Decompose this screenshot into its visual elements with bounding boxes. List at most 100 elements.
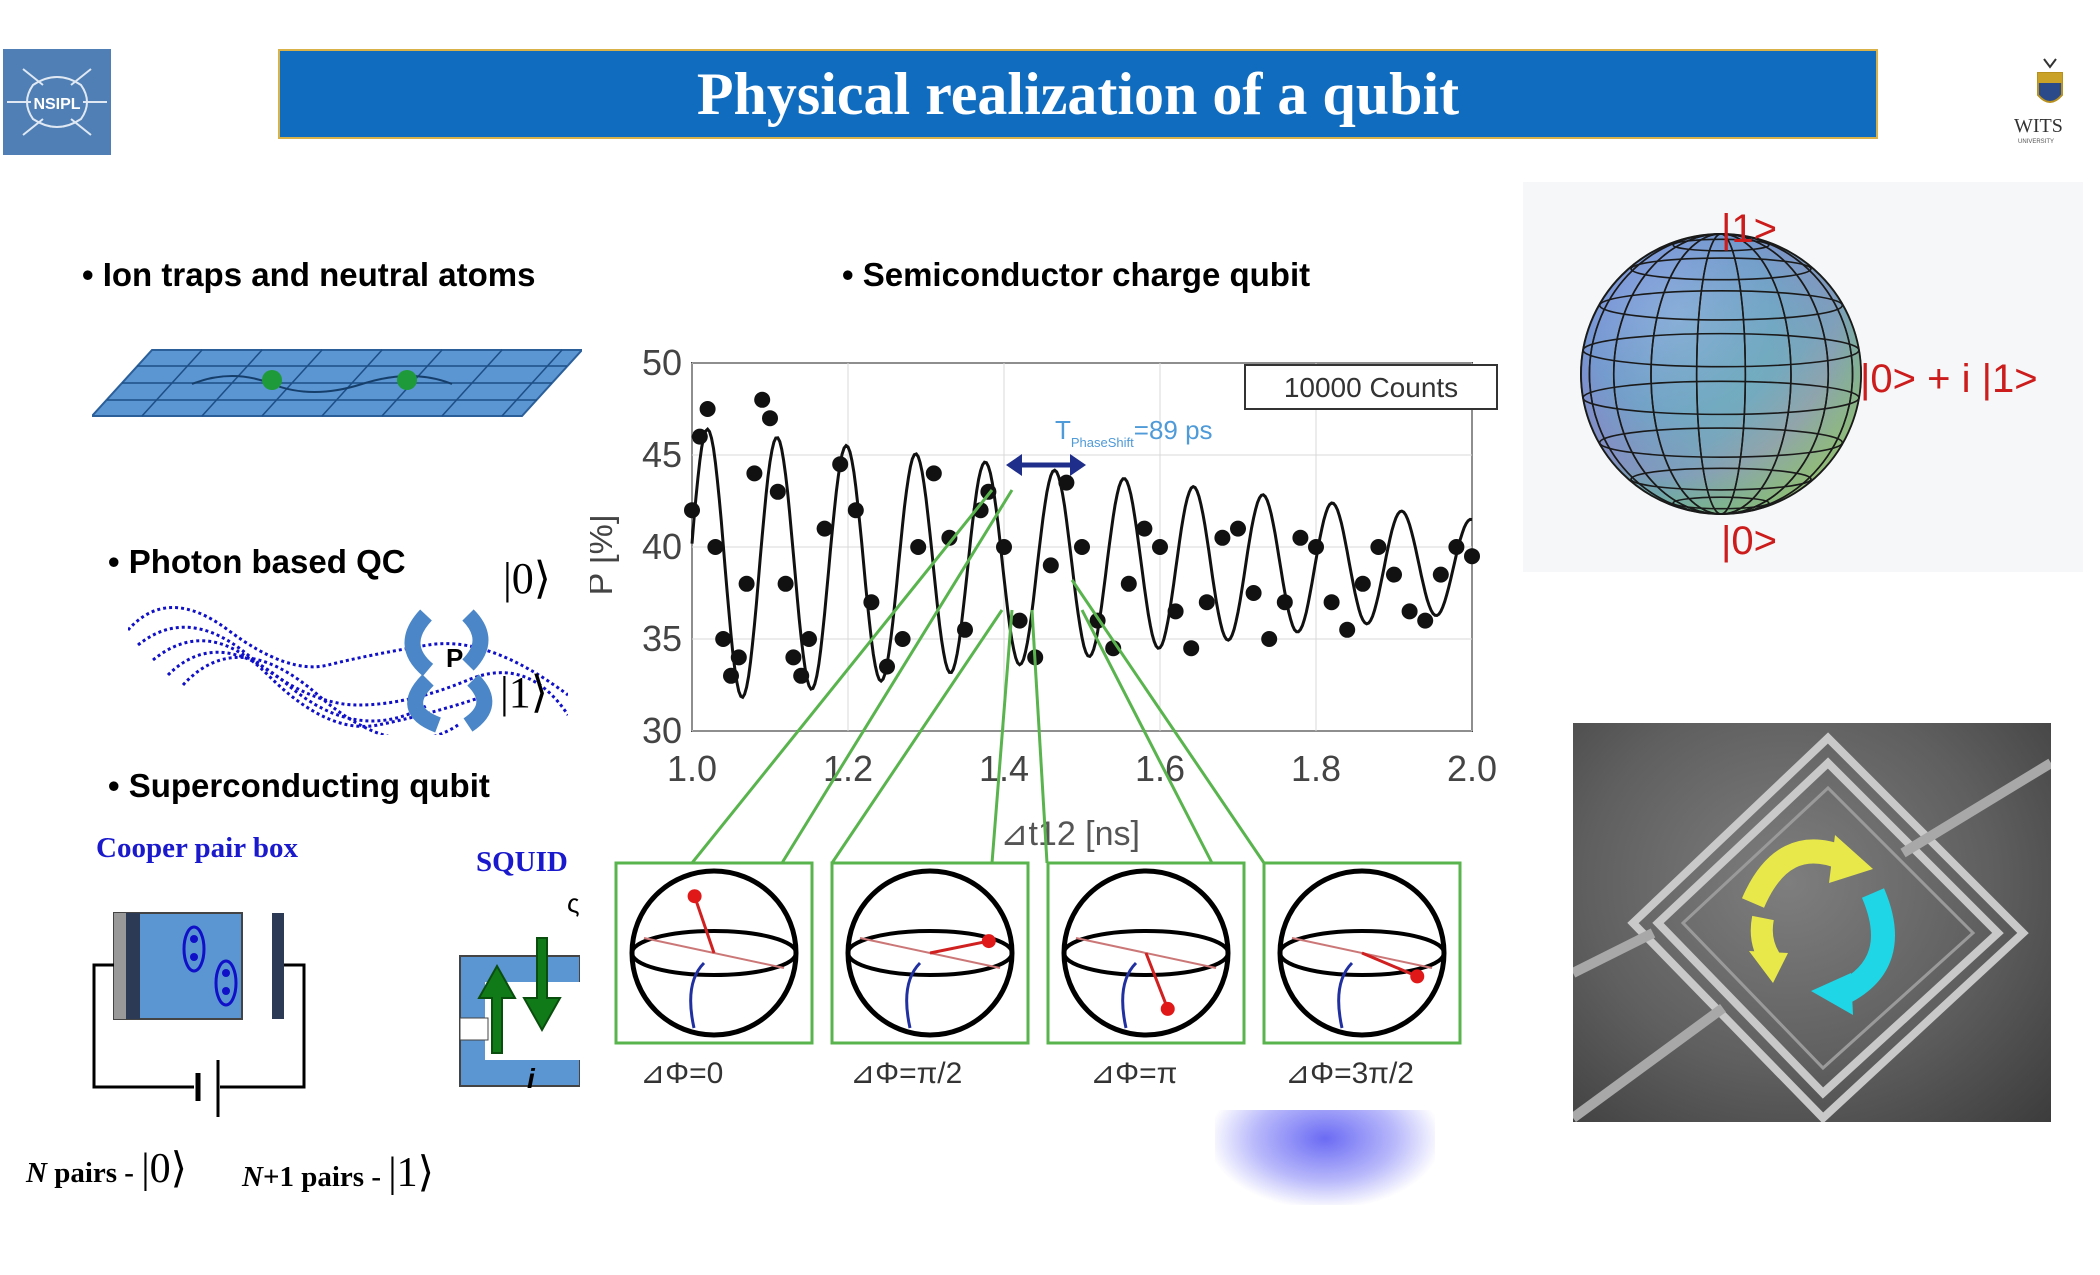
- bloch-label-top: |1>: [1721, 207, 1777, 251]
- legend-box: [1244, 364, 1498, 410]
- x-tick-label: 1.0: [667, 748, 717, 789]
- data-point: [957, 621, 973, 638]
- ion-traps-heading: • Ion traps and neutral atoms: [82, 256, 536, 293]
- data-point: [1042, 557, 1059, 574]
- nsipl-logo-text: NSIPL: [33, 96, 80, 113]
- data-point: [972, 502, 989, 519]
- sphere-latitude: [1672, 238, 1770, 252]
- data-point: [1183, 640, 1200, 657]
- y-tick-label: 50: [642, 342, 682, 383]
- y-tick-label: 40: [642, 526, 682, 567]
- data-point: [832, 456, 849, 473]
- phase-label-1: ⊿Φ=π/2: [850, 1057, 963, 1090]
- squid-label: SQUID: [476, 846, 568, 878]
- data-point: [1198, 594, 1215, 611]
- bloch-sphere-panel: |1> |0> + i |1> |0>: [1523, 182, 2083, 572]
- data-point: [1261, 631, 1278, 647]
- data-point: [847, 502, 864, 519]
- annotation-value: =89 ps: [1134, 415, 1213, 445]
- data-point: [691, 428, 708, 445]
- data-point: [777, 575, 794, 592]
- data-point: [1276, 594, 1293, 611]
- squid-current-label: i: [527, 1063, 536, 1094]
- data-point: [1074, 539, 1090, 555]
- crest-icon: [2037, 58, 2063, 103]
- annotation-label: TPhaseShift=89 ps: [1055, 415, 1213, 450]
- polarizer-p-label: P: [446, 643, 463, 673]
- bloch-label-bottom: |0>: [1721, 519, 1777, 563]
- data-point: [738, 575, 755, 592]
- data-point: [715, 631, 732, 647]
- photon-ket-1: |1⟩: [500, 668, 548, 717]
- data-point: [1058, 474, 1075, 491]
- n1-pairs-label: N+1 pairs - |1⟩: [242, 1147, 434, 1197]
- n1-pairs-prefix: N: [242, 1161, 263, 1193]
- data-point: [1292, 529, 1309, 546]
- legend-label: 10000 Counts: [1284, 372, 1458, 403]
- data-point: [1136, 520, 1153, 537]
- n-pairs-ket: |0⟩: [141, 1146, 187, 1192]
- data-point: [754, 391, 771, 408]
- data-point: [910, 539, 927, 555]
- double-arrow-icon: [1006, 454, 1086, 476]
- atom-1: [262, 370, 282, 390]
- n1-pairs-text: +1 pairs -: [262, 1161, 389, 1193]
- data-point: [816, 520, 833, 537]
- bloch-label-right: |0> + i |1>: [1860, 357, 2038, 401]
- svg-text:ς: ς: [567, 898, 580, 918]
- sphere-latitude: [1672, 496, 1770, 510]
- photon-heading: • Photon based QC: [108, 543, 406, 580]
- data-point: [769, 483, 786, 500]
- data-point: [1354, 575, 1371, 592]
- data-point: [762, 410, 778, 427]
- x-tick-label: 1.8: [1291, 748, 1341, 789]
- y-tick-label: 35: [642, 618, 682, 659]
- data-point: [894, 631, 911, 647]
- photon-wave-diagram: P: [128, 606, 568, 735]
- nsipl-logo-graphic: NSIPL: [7, 68, 107, 136]
- data-point: [1245, 585, 1262, 601]
- data-point: [1323, 594, 1340, 611]
- photon-ket-0: |0⟩: [503, 554, 551, 603]
- ion-trap-grid: [92, 349, 582, 417]
- y-tick-label: 30: [642, 710, 682, 751]
- x-axis-label: ⊿t12 [ns]: [1000, 815, 1140, 853]
- nsipl-logo: NSIPL: [3, 49, 111, 155]
- phase-label-row: ⊿Φ=0 ⊿Φ=π/2 ⊿Φ=π ⊿Φ=3π/2: [640, 1056, 1480, 1096]
- data-point: [941, 529, 958, 546]
- data-point: [1152, 539, 1168, 555]
- data-point: [785, 649, 802, 666]
- x-tick-label: 1.6: [1135, 748, 1185, 789]
- annotation-main: T: [1055, 415, 1071, 445]
- data-point: [746, 465, 763, 482]
- annotation-sub: PhaseShift: [1071, 435, 1134, 450]
- n-pairs-label: N pairs - |0⟩: [26, 1143, 187, 1193]
- small-bloch-sphere: [614, 861, 814, 1045]
- data-point: [1120, 575, 1137, 592]
- atom-2: [397, 370, 417, 390]
- glow-decoration: [1215, 1110, 1435, 1205]
- device-micrograph: [1570, 723, 2054, 1124]
- squid-diagram: ς i: [459, 898, 580, 1094]
- data-point: [1214, 529, 1231, 546]
- data-point: [1308, 539, 1324, 555]
- data-point: [925, 465, 942, 482]
- data-point: [1417, 612, 1434, 629]
- data-point: [1464, 548, 1480, 565]
- data-point: [1230, 520, 1246, 537]
- data-point: [1448, 539, 1465, 555]
- bloch-connectors: [614, 489, 1462, 1045]
- data-point: [1370, 539, 1387, 555]
- sphere-longitude: [1588, 233, 1854, 515]
- wits-logo-subtext: UNIVERSITY: [2018, 139, 2055, 145]
- small-bloch-sphere: [1046, 861, 1246, 1045]
- wits-logo-text: WITS: [2014, 115, 2063, 137]
- data-point: [1011, 612, 1028, 629]
- data-point: [1339, 621, 1356, 638]
- device-micrograph-graphic: [1570, 732, 2054, 1124]
- title-banner: Physical realization of a qubit: [278, 49, 1878, 139]
- y-tick-label: 45: [642, 434, 682, 475]
- small-bloch-sphere: [1262, 861, 1462, 1045]
- n1-pairs-ket: |1⟩: [388, 1150, 435, 1196]
